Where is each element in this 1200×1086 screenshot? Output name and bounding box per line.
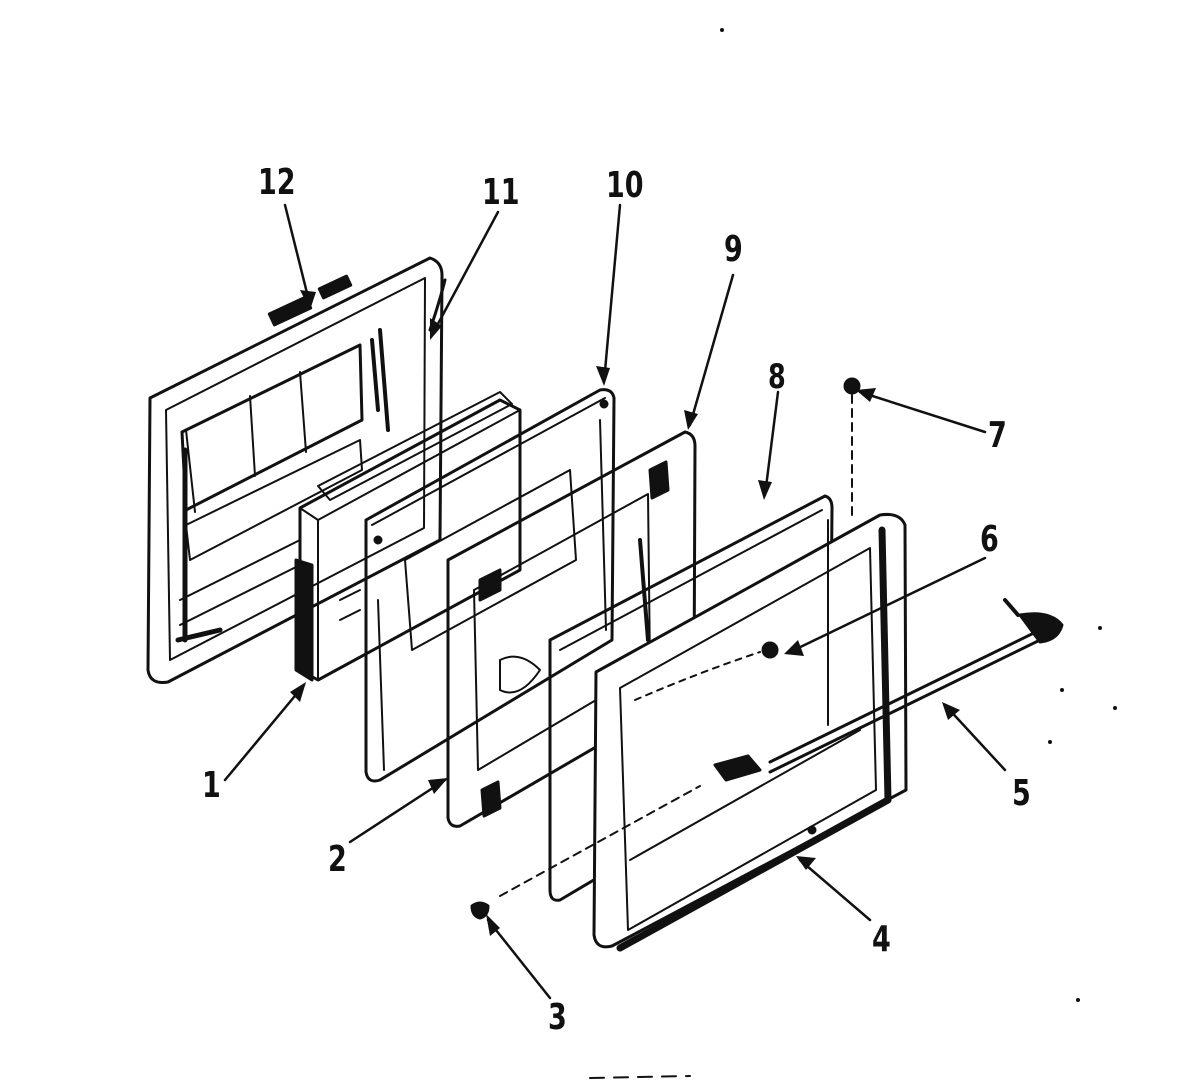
leader-12: [283, 203, 312, 307]
callout-10: 10: [606, 165, 644, 206]
callout-6: 6: [980, 519, 999, 560]
leader-11: [430, 210, 500, 337]
leader-9: [688, 273, 735, 427]
part-10-inner-panel: [364, 388, 616, 783]
part-3-screw: [470, 651, 761, 920]
callout-8: 8: [768, 357, 786, 397]
leader-4: [798, 858, 872, 922]
leader-7: [858, 390, 987, 434]
callout-5: 5: [1012, 773, 1031, 814]
callout-7: 7: [988, 415, 1007, 456]
part-7-screw: [827, 377, 861, 726]
callout-12: 12: [258, 162, 296, 203]
part-1-insulation-pack: [294, 391, 522, 682]
leader-1: [223, 683, 306, 782]
leader-10: [602, 203, 622, 384]
arrow-heads: [290, 290, 960, 936]
callout-11: 11: [482, 172, 520, 213]
leader-6: [788, 556, 987, 654]
leader-3: [486, 918, 552, 1000]
scan-speckles: [589, 28, 1117, 1079]
callout-4: 4: [872, 919, 891, 960]
callout-2: 2: [328, 839, 347, 880]
callout-1: 1: [202, 765, 221, 806]
leader-lines: [223, 203, 1007, 1000]
callout-3: 3: [548, 997, 567, 1038]
part-12-rear-liner: [146, 256, 444, 684]
leader-2: [348, 778, 447, 844]
part-4-outer-door: [592, 513, 908, 952]
part-5-door-handle: [713, 598, 1064, 782]
callout-9: 9: [724, 229, 743, 270]
leader-8: [763, 390, 780, 497]
leader-5: [943, 703, 1007, 772]
